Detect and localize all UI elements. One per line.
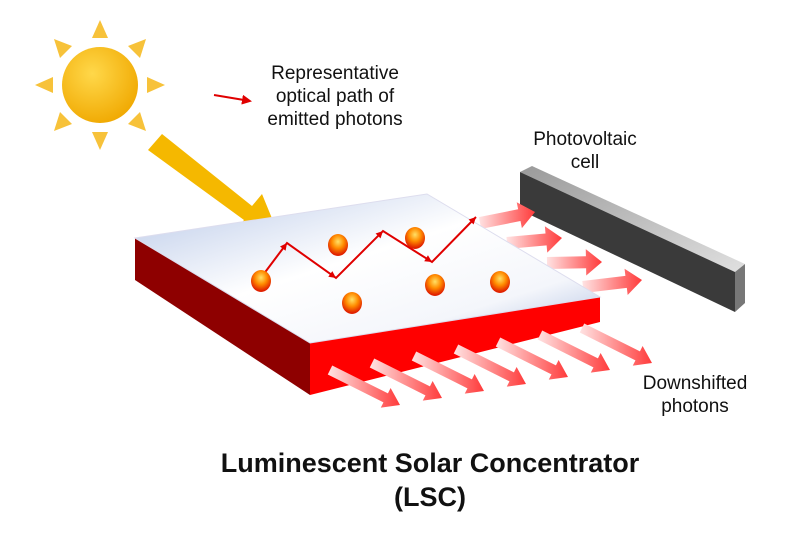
pv-label-line-1: Photovoltaic bbox=[533, 129, 637, 150]
downshifted-photon-arrows bbox=[327, 323, 652, 408]
optical-path-arrowheads bbox=[280, 217, 476, 278]
diagram-title: Luminescent Solar Concentrator bbox=[220, 448, 640, 478]
legend-label: Representative optical path of emitted p… bbox=[255, 62, 415, 131]
pv-label-line-2: cell bbox=[570, 152, 600, 173]
legend-line-2: optical path of bbox=[275, 86, 395, 107]
photon-arrow bbox=[582, 268, 642, 295]
luminophore bbox=[328, 234, 348, 256]
pv-cell-label: Photovoltaic cell bbox=[520, 128, 650, 174]
arrowhead-icon bbox=[424, 255, 432, 262]
arrowhead-icon bbox=[280, 243, 287, 251]
photon-arrow bbox=[495, 337, 568, 380]
arrowhead-icon bbox=[468, 217, 476, 225]
legend-arrow-icon bbox=[213, 94, 252, 105]
lsc-slab bbox=[133, 193, 602, 395]
sun-icon bbox=[35, 20, 165, 150]
photon-arrow bbox=[506, 226, 562, 253]
photon-arrow bbox=[579, 323, 652, 366]
downshifted-label: Downshifted photons bbox=[630, 372, 760, 418]
photon-arrow bbox=[478, 202, 535, 229]
arrowhead-icon bbox=[375, 231, 383, 239]
photon-arrow bbox=[369, 358, 442, 401]
downshifted-line-1: Downshifted bbox=[642, 373, 748, 394]
luminophore bbox=[342, 292, 362, 314]
luminophore bbox=[251, 270, 271, 292]
photovoltaic-cell bbox=[520, 166, 745, 312]
photon-arrow bbox=[327, 365, 400, 408]
photon-arrow bbox=[537, 330, 610, 373]
photon-arrow bbox=[411, 351, 484, 394]
diagram-subtitle: (LSC) bbox=[394, 482, 466, 512]
luminophores bbox=[251, 227, 510, 314]
legend-line-1: Representative bbox=[271, 63, 399, 84]
downshifted-line-2: photons bbox=[661, 396, 729, 417]
photon-arrow bbox=[546, 249, 602, 276]
sunlight-arrow bbox=[148, 134, 280, 238]
arrowhead-icon bbox=[328, 271, 336, 278]
photon-arrows-to-pv bbox=[478, 202, 642, 295]
luminophore bbox=[425, 274, 445, 296]
legend-line-3: emitted photons bbox=[267, 109, 403, 130]
luminophore bbox=[490, 271, 510, 293]
photon-arrow bbox=[453, 344, 526, 387]
luminophore bbox=[405, 227, 425, 249]
